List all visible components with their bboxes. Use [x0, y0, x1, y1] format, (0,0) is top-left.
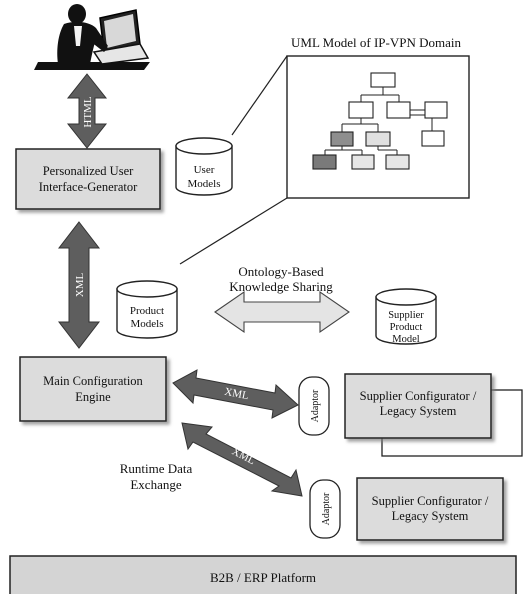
supplier-product-model-database: Supplier Product Model [375, 288, 437, 345]
user-models-label-line2: Models [188, 178, 221, 190]
supplier-1-label-line1: Supplier Configurator / [360, 389, 477, 403]
supplier-product-model-label-line1: Supplier [388, 310, 424, 321]
product-models-label-line2: Models [131, 318, 164, 330]
html-arrow-label: HTML [82, 96, 94, 127]
supplier-2-label-line1: Supplier Configurator / [372, 494, 489, 508]
xml-arrow-1-label: XML [223, 386, 250, 402]
zoom-line-bottom [179, 197, 288, 265]
ui-generator-box: Personalized User Interface-Generator [15, 148, 161, 210]
ontology-label-line2: Knowledge Sharing [229, 279, 333, 294]
main-engine-label-line2: Engine [75, 390, 111, 404]
uml-class-highlighted [330, 131, 354, 147]
ontology-label-line1: Ontology-Based [238, 264, 324, 279]
uml-class [385, 154, 410, 170]
uml-class [365, 131, 391, 147]
product-models-label-line1: Product [130, 305, 164, 317]
user-models-label-line1: User [194, 164, 215, 176]
uml-model-title: UML Model of IP-VPN Domain [291, 35, 461, 50]
xml-vertical-arrow-label: XML [74, 273, 86, 298]
xml-arrow-engine-supplier-2: XML [181, 422, 303, 497]
supplier-system-2: Supplier Configurator / Legacy System [356, 477, 504, 541]
platform-label: B2B / ERP Platform [210, 570, 316, 585]
user-models-database: User Models [175, 137, 233, 196]
xml-vertical-arrow: XML [57, 221, 101, 349]
product-models-database: Product Models [116, 280, 178, 339]
main-configuration-engine-box: Main Configuration Engine [19, 356, 167, 422]
uml-connectors [324, 87, 433, 155]
supplier-1-label-line2: Legacy System [380, 404, 457, 418]
adaptor-2: Adaptor [309, 479, 341, 539]
uml-class [424, 101, 448, 119]
uml-class [351, 154, 375, 170]
uml-class-root [370, 72, 396, 88]
adaptor-1: Adaptor [298, 376, 330, 436]
uml-class [348, 101, 374, 119]
supplier-product-model-label-line3: Model [392, 334, 419, 345]
uml-class-highlighted [312, 154, 337, 170]
uml-class [386, 101, 411, 119]
zoom-line-top [231, 55, 288, 136]
ui-generator-label-line1: Personalized User [43, 164, 134, 178]
person-at-laptop-icon [34, 4, 150, 70]
ui-generator-label-line2: Interface-Generator [39, 180, 138, 194]
b2b-erp-platform-bar: B2B / ERP Platform [9, 555, 517, 594]
runtime-label-line1: Runtime Data [120, 461, 193, 476]
xml-arrow-engine-supplier-1: XML [172, 369, 299, 419]
uml-class [421, 130, 445, 147]
adaptor-2-label: Adaptor [321, 492, 332, 525]
supplier-2-label-line2: Legacy System [392, 509, 469, 523]
uml-model-panel [286, 55, 470, 199]
supplier-system-1: Supplier Configurator / Legacy System [344, 373, 523, 457]
knowledge-sharing-arrow [214, 290, 350, 334]
adaptor-1-label: Adaptor [310, 389, 321, 422]
runtime-label-line2: Exchange [130, 477, 181, 492]
supplier-product-model-label-line2: Product [390, 322, 423, 333]
main-engine-label-line1: Main Configuration [43, 374, 143, 388]
html-arrow: HTML [66, 73, 108, 149]
